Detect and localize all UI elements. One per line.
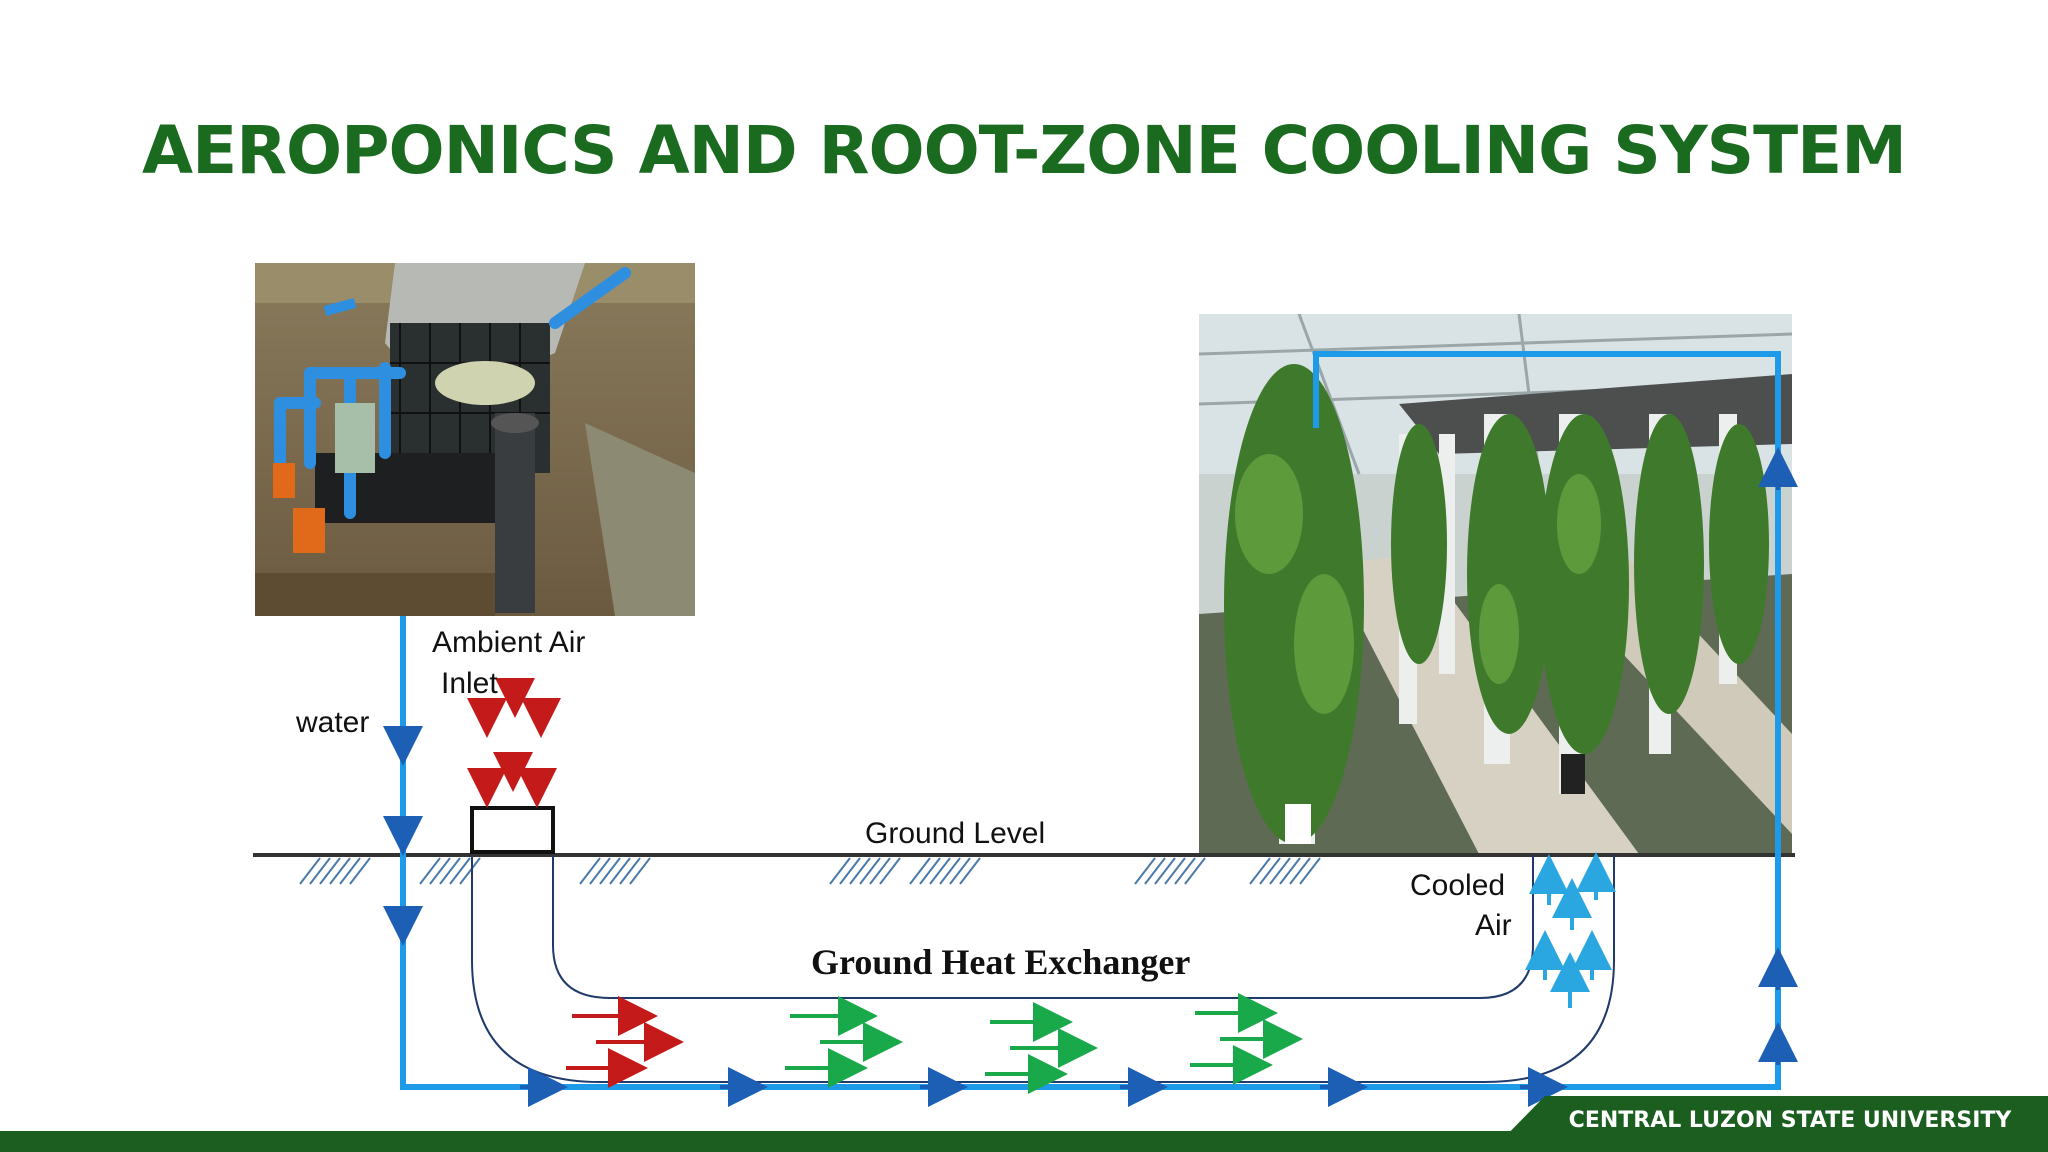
ground-hatch-stroke [839,857,861,885]
ground-hatch-stroke [1174,857,1196,885]
ground-hatch-stroke [309,857,331,885]
ground-hatch-stroke [869,857,891,885]
cooled-air-label-line2: Air [1475,909,1512,942]
cooled-air-arrows [1525,852,1616,1008]
ambient-air-arrows [467,678,561,808]
ground-hatch-stroke [319,857,341,885]
ground-hatch-stroke [1299,857,1321,885]
ground-hatch-stroke [939,857,961,885]
water-label: water [296,706,370,739]
ground-hatch-stroke [629,857,651,885]
footer-org-name: CENTRAL LUZON STATE UNIVERSITY [1568,1108,2012,1133]
ground-hatch-stroke [1144,857,1166,885]
ground-hatch-stroke [1289,857,1311,885]
ground-hatch-stroke [959,857,981,885]
ambient-air-label-line1: Ambient Air [432,626,586,659]
aeroponics-pump-photo [255,263,695,616]
ground-hatch-stroke [329,857,351,885]
water-pipe-loop [400,351,1781,1090]
ground-hatch-stroke [849,857,871,885]
ground-hatch-stroke [449,857,471,885]
ground-hatch-stroke [349,857,371,885]
ground-hatch-stroke [1259,857,1281,885]
ground-hatch-stroke [1249,857,1271,885]
ground-hatch-stroke [829,857,851,885]
ground-hatch-stroke [339,857,361,885]
ambient-air-label-line2: Inlet [441,667,498,700]
ground-hatch-stroke [459,857,481,885]
ground-hatch-stroke [1279,857,1301,885]
ground-hatch-stroke [1184,857,1206,885]
ground-hatch-stroke [299,857,321,885]
ground-hatch-stroke [419,857,441,885]
ground-hatch-stroke [609,857,631,885]
cooled-air-label-line1: Cooled [1410,869,1506,902]
ground-hatch-stroke [589,857,611,885]
ground-hatch-stroke [619,857,641,885]
ground-hatch-stroke [859,857,881,885]
heat-exchanger-label: Ground Heat Exchanger [811,942,1191,982]
ground-hatch-stroke [929,857,951,885]
ground-hatch-stroke [429,857,451,885]
ground-hatch-stroke [439,857,461,885]
ground-hatch-stroke [919,857,941,885]
ground-hatch-stroke [599,857,621,885]
ground-hatch-stroke [909,857,931,885]
ground-hatch-stroke [579,857,601,885]
ground-level-label: Ground Level [865,817,1046,850]
ground-hatch-stroke [1164,857,1186,885]
ground-hatch-stroke [1154,857,1176,885]
air-inlet-box [470,806,555,854]
ground-hatching [299,857,1321,885]
footer-tab [1490,1096,2048,1152]
ground-hatch-stroke [1134,857,1156,885]
water-flow-arrows [383,447,1798,1107]
ground-hatch-stroke [1269,857,1291,885]
ground-hatch-stroke [879,857,901,885]
heat-exchanger-air-arrows [566,993,1303,1094]
aeroponic-tower-greenhouse-photo [1199,314,1792,854]
ground-hatch-stroke [949,857,971,885]
slide-title: AEROPONICS AND ROOT-ZONE COOLING SYSTEM [142,112,1907,189]
